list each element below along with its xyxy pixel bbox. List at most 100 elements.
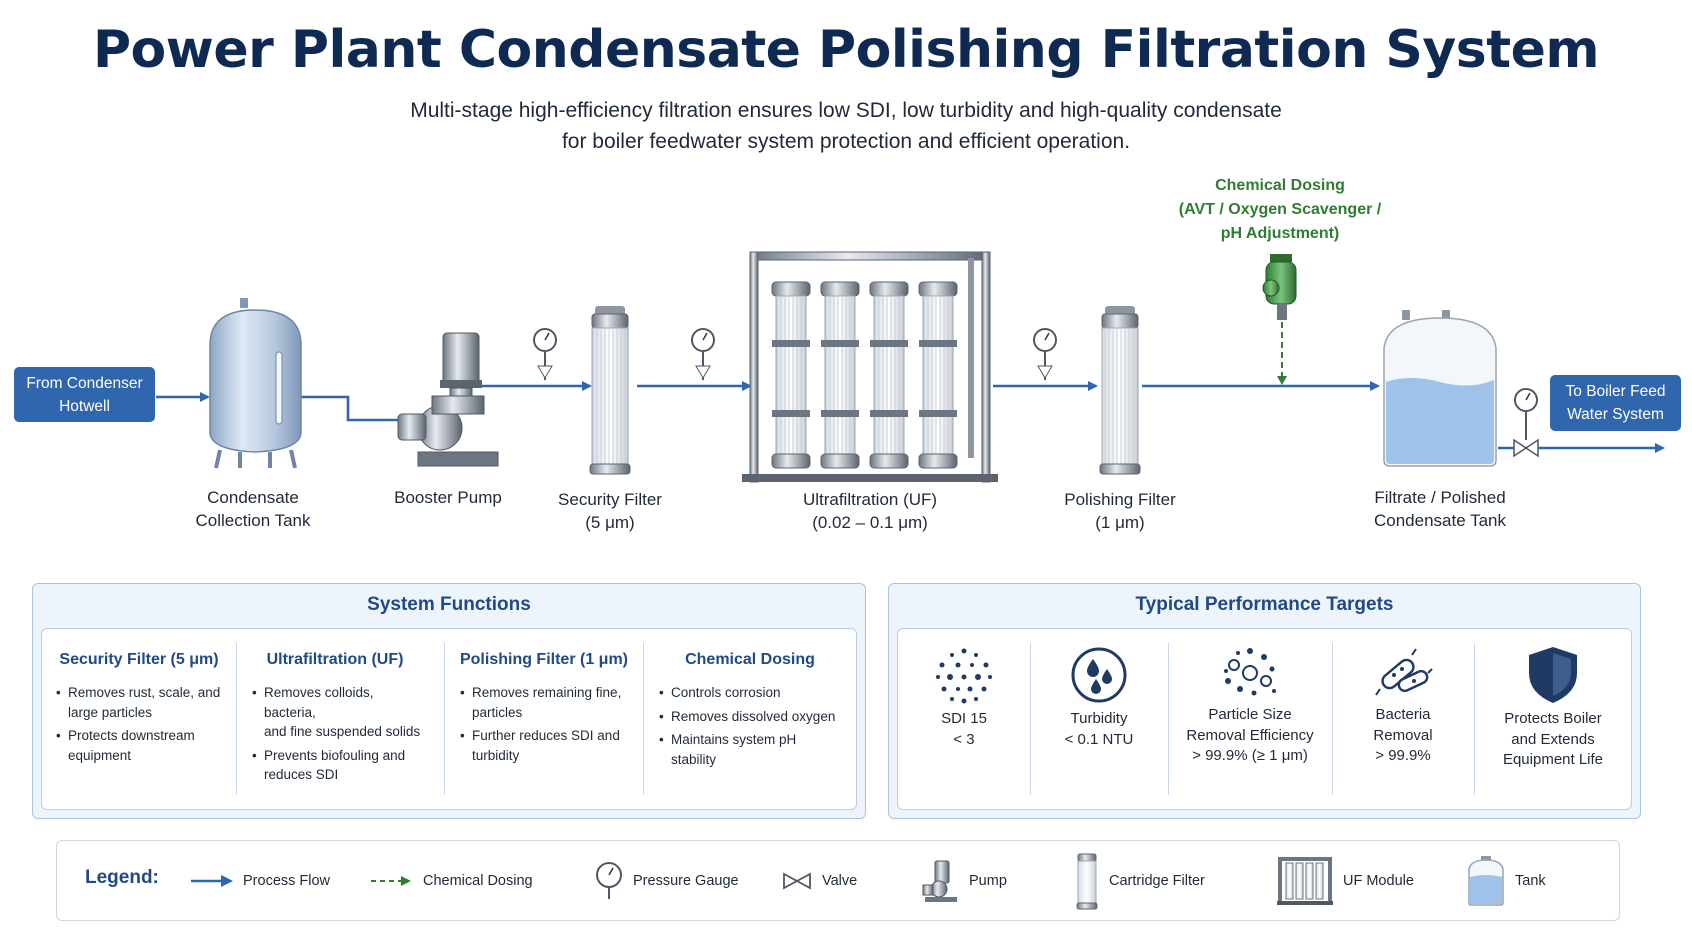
dosing-pump-icon [1262,254,1297,320]
target-line: and Extends [1511,730,1595,748]
outlet-gauge-icon [1514,388,1538,440]
functions-grid: Security Filter (5 μm) Removes rust, sca… [41,628,857,810]
function-column: Chemical Dosing Controls corrosion Remov… [645,629,855,809]
target-line: > 99.9% (≥ 1 μm) [1192,747,1308,764]
column-heading: Chemical Dosing [685,651,815,668]
list-item: Removes colloids, bacteria,and fine susp… [252,683,426,742]
legend: Legend: Process Flow Chemical Dosing Pre… [56,840,1620,921]
outlet-valve-icon [1513,438,1539,458]
outlet-line: To Boiler Feed [1565,383,1666,400]
legend-label: Pump [969,872,1007,889]
dosing-arrow-icon [371,875,411,886]
inlet-line: From Condenser [26,374,143,392]
column-heading: Security Filter (5 μm) [59,651,219,668]
legend-item: Tank [1467,841,1546,920]
legend-label: Pressure Gauge [633,872,739,889]
legend-item: Pump [921,841,1007,920]
legend-label: Cartridge Filter [1109,872,1205,889]
legend-item: UF Module [1277,841,1414,920]
legend-item: Pressure Gauge [595,841,739,920]
function-column: Polishing Filter (1 μm) Removes remainin… [446,629,642,809]
target-line: Bacteria [1375,706,1431,723]
legend-label: Process Flow [243,872,331,889]
legend-label: Tank [1515,872,1546,889]
target-line: Protects Boiler [1504,710,1602,727]
list-item: Removes remaining fine,particles [460,683,636,722]
target-line: > 99.9% [1375,747,1431,764]
particles-icon [1224,648,1276,696]
target-line: < 3 [953,730,975,748]
pump-icon [922,860,957,902]
label-line: Polishing Filter [1064,490,1176,509]
target-line: < 0.1 NTU [1064,730,1134,748]
dosing-line-text: pH Adjustment) [1220,225,1340,242]
uf-label: Ultrafiltration (UF) (0.02 – 0.1 μm) [770,488,970,534]
label-line: (1 μm) [1095,513,1145,532]
subtitle-line: Multi-stage high-efficiency filtration e… [410,99,1282,122]
column-heading: Polishing Filter (1 μm) [459,651,629,668]
panel-title: System Functions [367,594,531,615]
booster-pump-icon [397,332,499,467]
dosing-line-text: (AVT / Oxygen Scavenger / [1178,201,1382,218]
legend-item: Chemical Dosing [371,841,533,920]
subtitle-line: for boiler feedwater system protection a… [561,130,1131,153]
chemical-dosing-label: Chemical Dosing (AVT / Oxygen Scavenger … [1160,174,1400,246]
pressure-gauge-icon [1033,328,1057,380]
inlet-line: Hotwell [59,397,110,415]
label-line: Collection Tank [195,511,311,530]
process-diagram [156,251,1665,483]
pressure-gauge-icon [533,328,557,380]
list-item: Removes dissolved oxygen [659,707,849,727]
legend-label: UF Module [1343,872,1414,889]
collection-tank-label: Condensate Collection Tank [163,486,343,532]
target-line: Turbidity [1070,710,1128,727]
label-line: Ultrafiltration (UF) [802,490,938,509]
performance-targets-panel: Typical Performance Targets SDI 15 < 3 [888,583,1641,819]
label-line: (0.02 – 0.1 μm) [812,513,928,532]
label-line: Security Filter [558,490,662,509]
uf-module-icon [742,251,998,483]
panel-title: Typical Performance Targets [1135,594,1394,615]
booster-pump-label: Booster Pump [378,486,518,509]
target-line: Removal Efficiency [1186,726,1314,744]
target-line: Removal [1373,726,1433,744]
label-line: Condensate [207,488,299,507]
cartridge-filter-icon [1076,853,1098,909]
valve-icon [783,871,811,890]
uf-module-icon [1277,856,1333,905]
security-filter-icon [589,306,631,475]
droplets-icon [1071,647,1127,703]
function-column: Ultrafiltration (UF) Removes colloids, b… [238,629,432,809]
target-line: SDI 15 [941,710,987,727]
security-filter-label: Security Filter (5 μm) [535,488,685,534]
polished-tank-label: Filtrate / Polished Condensate Tank [1345,486,1535,532]
outlet-line: Water System [1567,406,1664,423]
collection-tank-icon [209,298,302,469]
targets-grid: SDI 15 < 3 Turbidity < 0.1 NTU [897,628,1632,810]
legend-item: Process Flow [191,841,330,920]
shield-icon [1529,647,1577,703]
outlet-box: To Boiler Feed Water System [1550,375,1681,431]
dots-icon [936,648,992,704]
legend-label: Chemical Dosing [423,872,533,889]
legend-title: Legend: [85,867,159,888]
tank-icon [1468,855,1504,906]
pressure-gauge-icon [596,861,622,899]
polishing-filter-label: Polishing Filter (1 μm) [1045,488,1195,534]
column-heading: Ultrafiltration (UF) [266,651,404,668]
pressure-gauge-icon [691,328,715,380]
legend-item: Valve [782,841,857,920]
bacteria-icon [1375,648,1433,696]
subtitle: Multi-stage high-efficiency filtration e… [0,95,1692,157]
inlet-box: From Condenser Hotwell [14,367,155,422]
page-title: Power Plant Condensate Polishing Filtrat… [92,20,1600,80]
process-flow-icon [191,874,233,887]
label-line: (5 μm) [585,513,635,532]
label-line: Condensate Tank [1373,511,1506,530]
